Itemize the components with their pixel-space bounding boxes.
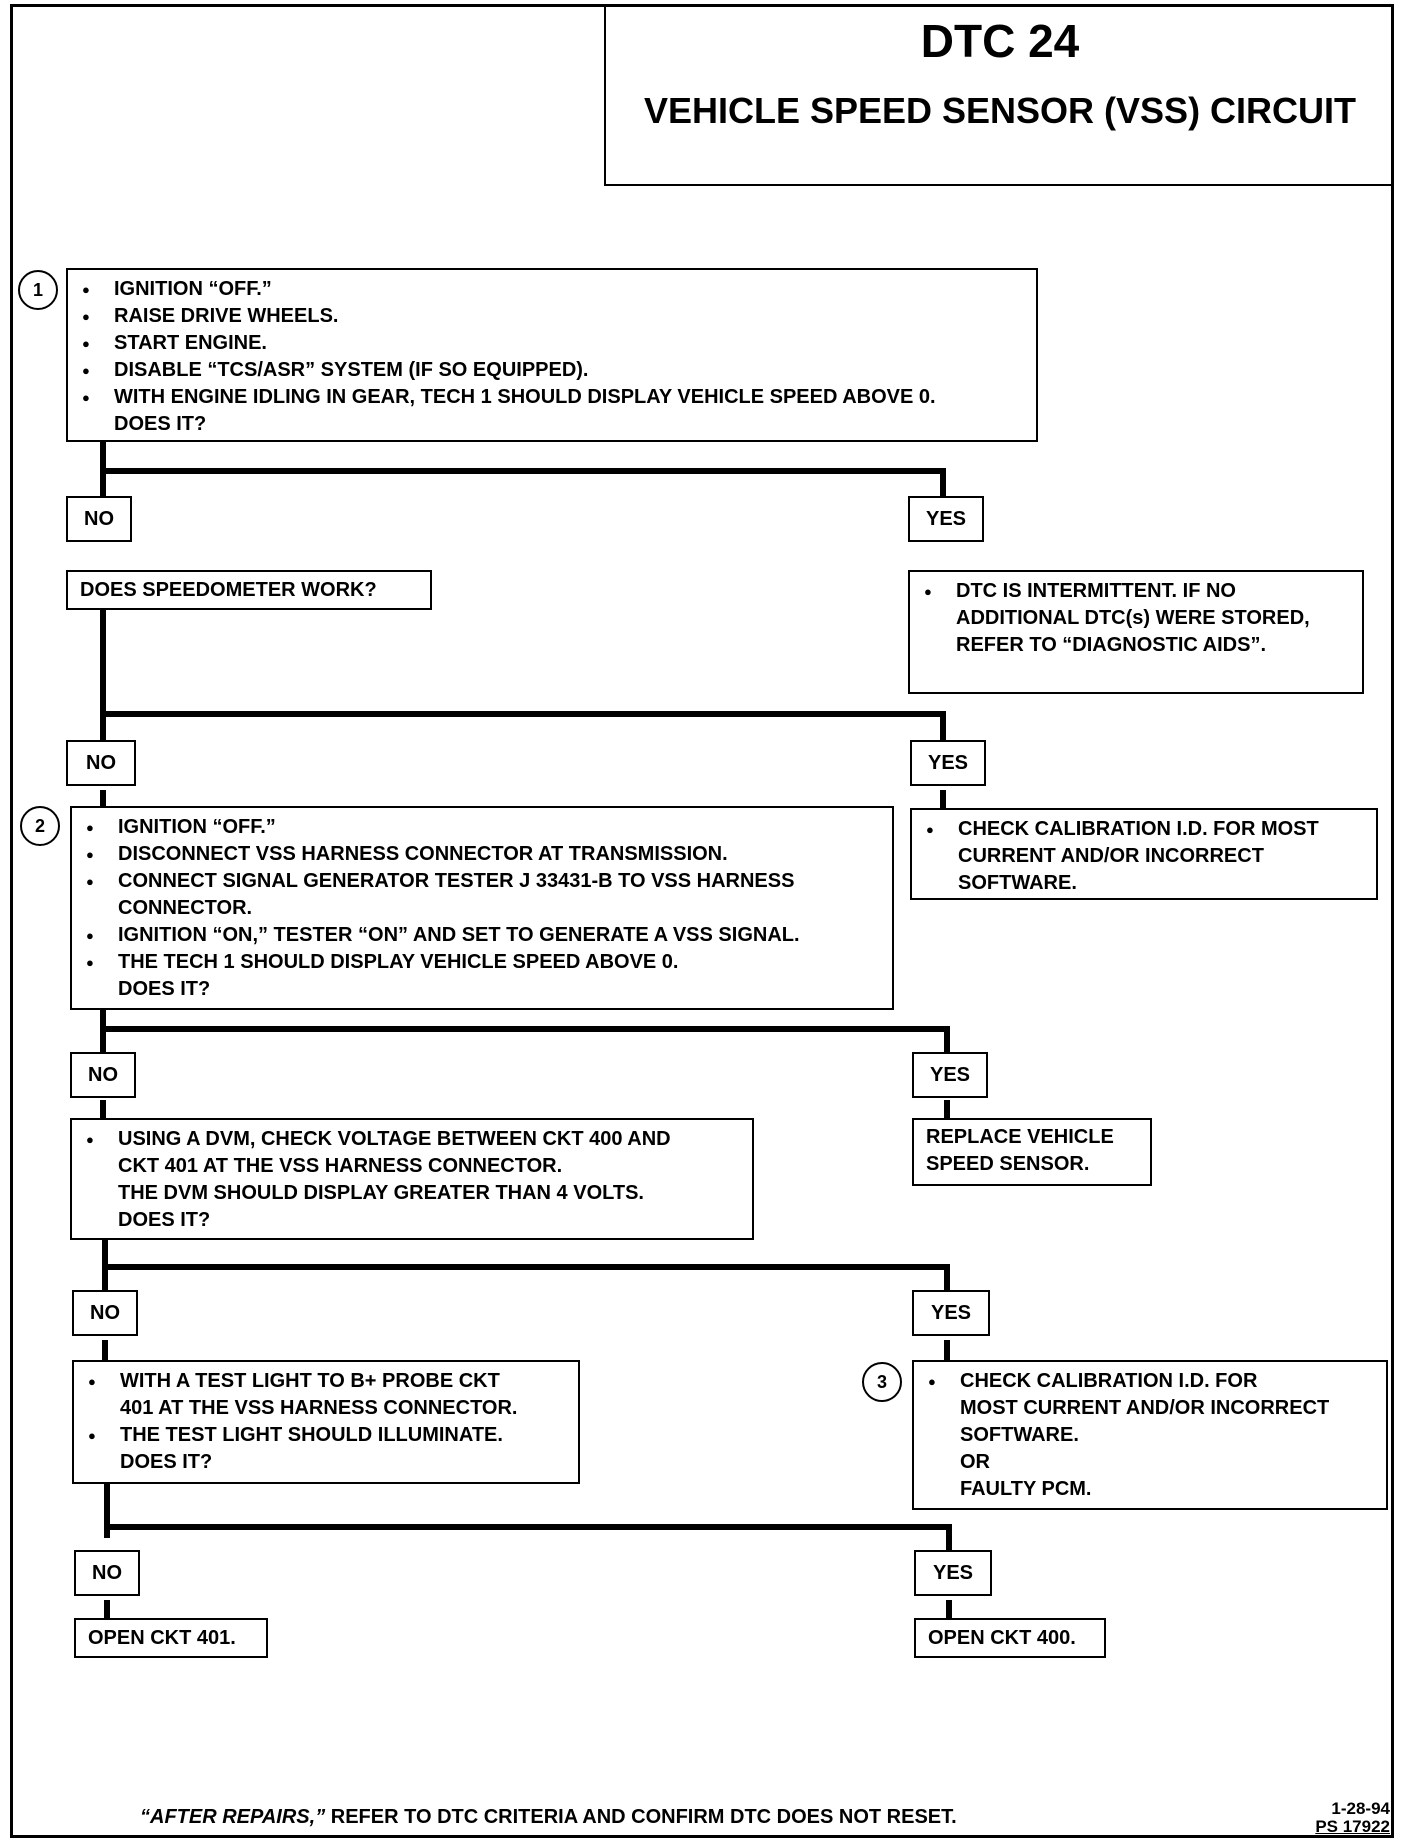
check-calibration-text-1: CHECK CALIBRATION I.D. FOR MOST CURRENT … [924, 816, 1364, 897]
dtc-number: DTC 24 [920, 15, 1080, 67]
branch-5-yes-label: YES [914, 1550, 992, 1596]
speedometer-question: DOES SPEEDOMETER WORK? [80, 579, 377, 601]
step-2-item: THE TECH 1 SHOULD DISPLAY VEHICLE SPEED … [84, 949, 880, 976]
intermittent-box: DTC IS INTERMITTENT. IF NO ADDITIONAL DT… [908, 570, 1364, 694]
intermittent-text: DTC IS INTERMITTENT. IF NO ADDITIONAL DT… [922, 578, 1350, 659]
page-frame [10, 4, 1394, 1838]
open-ckt-400-text: OPEN CKT 400. [928, 1627, 1076, 1649]
branch-3-yes-label: YES [912, 1052, 988, 1098]
footer-note: “AFTER REPAIRS,” REFER TO DTC CRITERIA A… [140, 1806, 957, 1829]
step-1-item: IGNITION “OFF.” [80, 276, 1024, 303]
check-calibration-text-2: CHECK CALIBRATION I.D. FOR MOST CURRENT … [926, 1368, 1374, 1503]
step-1-item: RAISE DRIVE WHEELS. [80, 303, 1024, 330]
step-2-item: IGNITION “OFF.” [84, 814, 880, 841]
step-1-marker: 1 [18, 270, 58, 310]
branch-4-no-label: NO [72, 1290, 138, 1336]
title-block: DTC 24 VEHICLE SPEED SENSOR (VSS) CIRCUI… [604, 4, 1394, 186]
branch-5-no-label: NO [74, 1550, 140, 1596]
replace-sensor-line: REPLACE VEHICLE [926, 1126, 1114, 1148]
branch-3-no-label: NO [70, 1052, 136, 1098]
doc-stamp: 1-28-94 PS 17922 [1315, 1800, 1390, 1836]
open-ckt-401-text: OPEN CKT 401. [88, 1627, 236, 1649]
test-light-item: WITH A TEST LIGHT TO B+ PROBE CKT 401 AT… [86, 1368, 566, 1422]
step-3-marker: 3 [862, 1362, 902, 1402]
test-light-question: DOES IT? [120, 1451, 213, 1473]
open-ckt-401-box: OPEN CKT 401. [74, 1618, 268, 1658]
step-1-question: DOES IT? [114, 413, 207, 435]
step-2-item: DISCONNECT VSS HARNESS CONNECTOR AT TRAN… [84, 841, 880, 868]
dtc-title: VEHICLE SPEED SENSOR (VSS) CIRCUIT [643, 90, 1357, 131]
doc-date: 1-28-94 [1331, 1799, 1390, 1818]
footer-italic: “AFTER REPAIRS,” [140, 1806, 326, 1828]
branch-4-yes-label: YES [912, 1290, 990, 1336]
branch-2-yes-label: YES [910, 740, 986, 786]
speedometer-question-box: DOES SPEEDOMETER WORK? [66, 570, 432, 610]
step-1-item: WITH ENGINE IDLING IN GEAR, TECH 1 SHOUL… [80, 384, 1024, 411]
check-calibration-box-1: CHECK CALIBRATION I.D. FOR MOST CURRENT … [910, 808, 1378, 900]
replace-sensor-line: SPEED SENSOR. [926, 1153, 1090, 1175]
step-2-box: IGNITION “OFF.” DISCONNECT VSS HARNESS C… [70, 806, 894, 1010]
dvm-check-text: USING A DVM, CHECK VOLTAGE BETWEEN CKT 4… [84, 1126, 740, 1234]
step-1-box: IGNITION “OFF.” RAISE DRIVE WHEELS. STAR… [66, 268, 1038, 442]
replace-sensor-box: REPLACE VEHICLE SPEED SENSOR. [912, 1118, 1152, 1186]
step-1-item: START ENGINE. [80, 330, 1024, 357]
step-2-question: DOES IT? [118, 978, 211, 1000]
test-light-box: WITH A TEST LIGHT TO B+ PROBE CKT 401 AT… [72, 1360, 580, 1484]
dvm-check-box: USING A DVM, CHECK VOLTAGE BETWEEN CKT 4… [70, 1118, 754, 1240]
step-2-marker: 2 [20, 806, 60, 846]
step-2-item: CONNECT SIGNAL GENERATOR TESTER J 33431-… [84, 868, 880, 922]
step-1-item: DISABLE “TCS/ASR” SYSTEM (IF SO EQUIPPED… [80, 357, 1024, 384]
test-light-item: THE TEST LIGHT SHOULD ILLUMINATE. [86, 1422, 566, 1449]
doc-code: PS 17922 [1315, 1817, 1390, 1836]
check-calibration-box-2: CHECK CALIBRATION I.D. FOR MOST CURRENT … [912, 1360, 1388, 1510]
branch-1-no-label: NO [66, 496, 132, 542]
step-2-item: IGNITION “ON,” TESTER “ON” AND SET TO GE… [84, 922, 880, 949]
branch-2-no-label: NO [66, 740, 136, 786]
open-ckt-400-box: OPEN CKT 400. [914, 1618, 1106, 1658]
branch-1-yes-label: YES [908, 496, 984, 542]
footer-text: REFER TO DTC CRITERIA AND CONFIRM DTC DO… [325, 1806, 957, 1828]
